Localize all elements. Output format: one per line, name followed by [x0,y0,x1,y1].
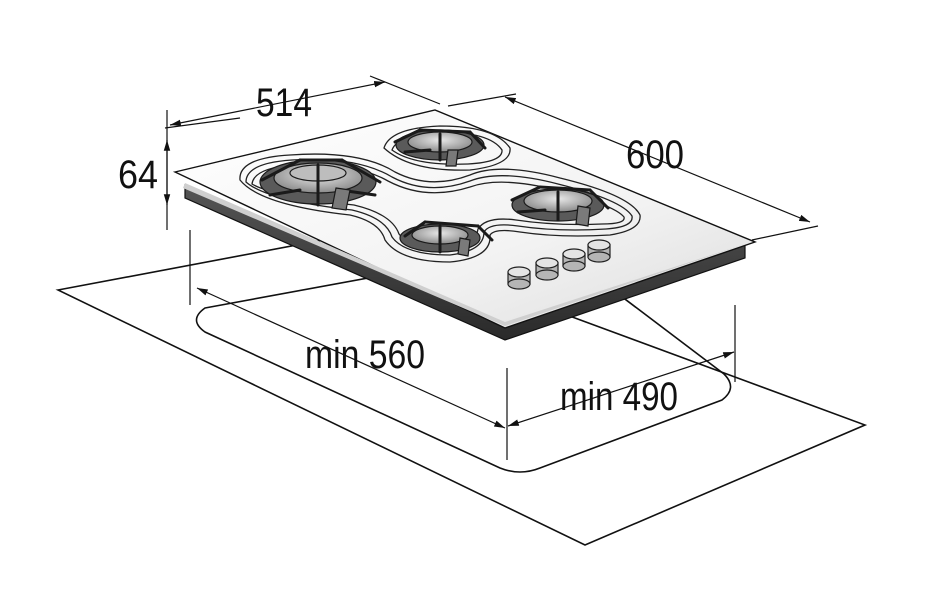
height-label: 64 [118,153,158,197]
cutout-depth-label: min 490 [560,375,678,419]
cutout-width-label: min 560 [305,333,425,377]
cutout-width-dimension [189,230,508,460]
width-label: 514 [256,81,312,125]
burner-rear-left [259,158,382,211]
burner-front-left [399,220,494,257]
glass-contours [239,125,641,263]
countertop [55,234,868,546]
depth-dimension [447,93,819,241]
burner-rear-right [393,128,487,167]
width-dimension [164,75,441,129]
control-knobs [507,239,611,290]
knob-1 [507,266,531,290]
knob-2 [535,257,559,281]
knob-4 [587,239,611,263]
cutout-depth-dimension [507,305,736,427]
knob-3 [562,248,586,272]
depth-label: 600 [626,133,684,177]
